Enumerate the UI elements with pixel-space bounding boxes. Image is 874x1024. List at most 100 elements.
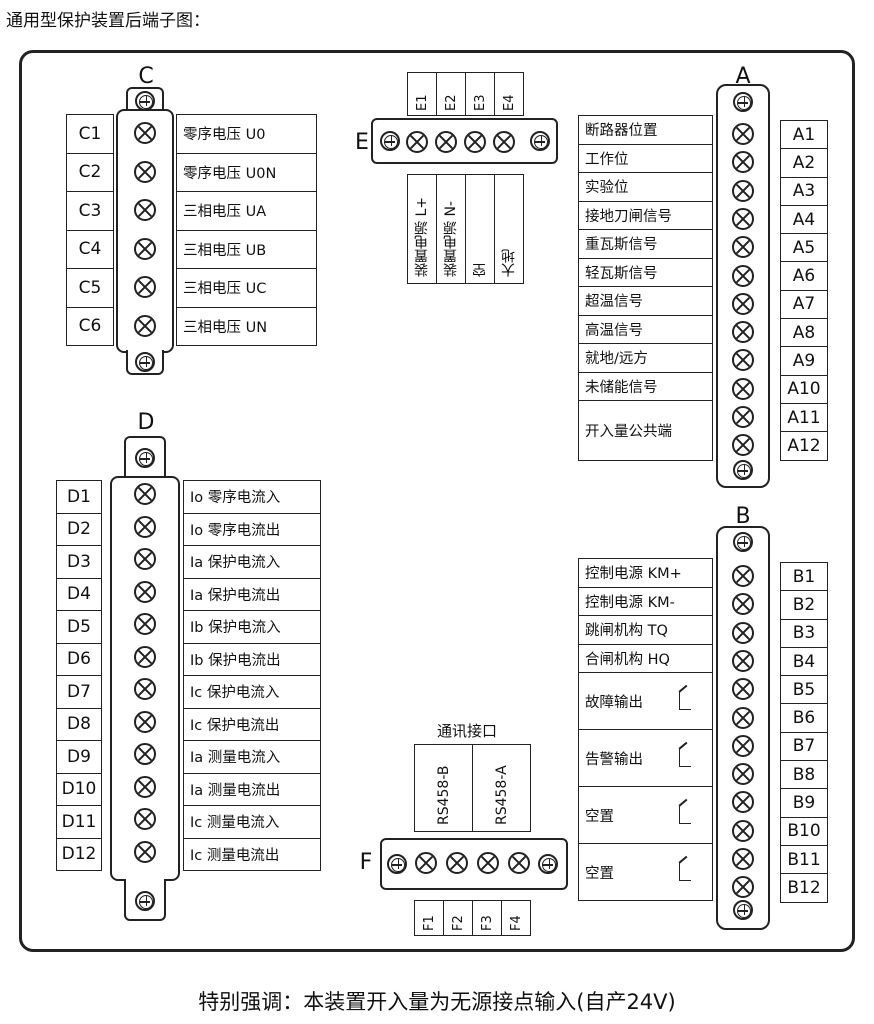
signal-label: 装置电源 N-	[437, 175, 466, 283]
screw-icon	[538, 854, 558, 874]
terminal-screw-icon	[134, 314, 156, 337]
terminal-text: F2	[450, 915, 466, 931]
terminal-screw-icon	[446, 852, 468, 874]
relay-output-label: 空置	[585, 865, 614, 882]
screw-icon	[733, 532, 753, 552]
terminal-screw-icon	[732, 236, 754, 259]
signal-label: RS458-B	[415, 745, 473, 831]
screw-icon	[733, 92, 753, 112]
terminal-number: B12	[781, 874, 827, 903]
screw-icon	[135, 448, 155, 468]
signal-label: 开入量公共端	[579, 401, 712, 461]
signal-label: Ic 保护电流出	[184, 709, 320, 741]
block-c-label: C	[138, 64, 154, 89]
terminal-number: A10	[781, 376, 827, 404]
signal-label: 重瓦斯信号	[579, 230, 712, 259]
terminal-number: A12	[781, 432, 827, 461]
terminal-number: C3	[67, 192, 113, 231]
terminal-screw-icon	[134, 645, 156, 668]
terminal-text: F3	[479, 915, 495, 931]
terminal-number: C1	[67, 115, 113, 154]
terminal-screw-icon	[134, 840, 156, 863]
terminal-number: A4	[781, 206, 827, 235]
screw-icon	[387, 854, 407, 874]
relay-contact-icon	[679, 692, 694, 710]
terminal-screw-icon	[732, 678, 754, 701]
terminal-screw-icon	[435, 131, 457, 153]
terminal-screw-icon	[732, 349, 754, 372]
signal-text: 装置电源 L+	[414, 197, 430, 277]
relay-output-row: 故障输出	[579, 673, 712, 730]
signal-label: 零序电压 U0	[177, 115, 316, 154]
terminal-number: C6	[67, 308, 113, 346]
page-title: 通用型保护装置后端子图：	[6, 11, 210, 31]
terminal-number: D5	[57, 611, 101, 644]
terminal-screw-icon	[134, 122, 156, 144]
terminal-screw-icon	[134, 580, 156, 603]
terminal-screw-icon	[464, 131, 486, 153]
terminal-screw-icon	[732, 406, 754, 428]
terminal-screw-icon	[732, 621, 754, 644]
terminal-number: C4	[67, 231, 113, 269]
terminal-screw-icon	[134, 743, 156, 765]
terminal-screw-icon	[732, 292, 754, 315]
signal-label: 三相电压 UB	[177, 231, 316, 269]
terminal-screw-icon	[477, 852, 499, 874]
terminal-number: A6	[781, 262, 827, 291]
relay-output-row: 空置	[579, 787, 712, 844]
relay-contact-icon	[679, 749, 694, 767]
terminal-screw-icon	[732, 593, 754, 616]
signal-label: 接地刀闸信号	[579, 202, 712, 230]
screw-icon	[135, 352, 155, 372]
relay-output-row: 空置	[579, 844, 712, 901]
block-a-label: A	[735, 64, 751, 89]
signal-label: 三相电压 UC	[177, 269, 316, 308]
terminal-number: A8	[781, 319, 827, 348]
signal-label: 高温信号	[579, 316, 712, 344]
signal-label: 就地/远方	[579, 344, 712, 373]
signal-label: Ic 测量电流出	[184, 839, 320, 871]
terminal-number: B9	[781, 789, 827, 818]
terminal-number: B5	[781, 676, 827, 705]
terminal-number: E1	[408, 73, 437, 115]
terminal-number: A5	[781, 234, 827, 263]
signal-label: 轻瓦斯信号	[579, 259, 712, 287]
terminal-text: E2	[443, 94, 459, 112]
relay-contact-icon	[679, 806, 694, 824]
terminal-screw-icon	[134, 808, 156, 830]
terminal-screw-icon	[508, 852, 530, 874]
block-f-label: F	[359, 850, 373, 875]
terminal-text: E3	[472, 94, 488, 112]
block-d-label: D	[137, 410, 155, 435]
terminal-number: C2	[67, 154, 113, 192]
terminal-number: D10	[57, 774, 101, 806]
terminal-text: F1	[421, 915, 437, 931]
device-frame	[19, 50, 855, 952]
signal-label: RS458-A	[473, 745, 531, 831]
terminal-number: C5	[67, 269, 113, 308]
block-b-label: B	[735, 504, 751, 529]
relay-output-label: 告警输出	[585, 751, 643, 768]
signal-label: 工作位	[579, 145, 712, 173]
terminal-number: F3	[473, 901, 502, 935]
terminal-screw-icon	[134, 237, 156, 260]
terminal-screw-icon	[732, 151, 754, 174]
terminal-screw-icon	[134, 160, 156, 183]
terminal-screw-icon	[732, 264, 754, 287]
terminal-number: D7	[57, 676, 101, 709]
block-c-strip	[116, 109, 174, 353]
signal-label: 实验位	[579, 173, 712, 202]
signal-label: Io 零序电流入	[184, 481, 320, 514]
terminal-number: A2	[781, 149, 827, 178]
terminal-screw-icon	[134, 710, 156, 733]
signal-label: Ia 测量电流出	[184, 774, 320, 806]
terminal-number: B3	[781, 620, 827, 648]
signal-label: 合闸机构 HQ	[579, 645, 712, 673]
screw-icon	[135, 91, 155, 111]
screw-icon	[733, 900, 753, 920]
terminal-screw-icon	[732, 434, 754, 457]
